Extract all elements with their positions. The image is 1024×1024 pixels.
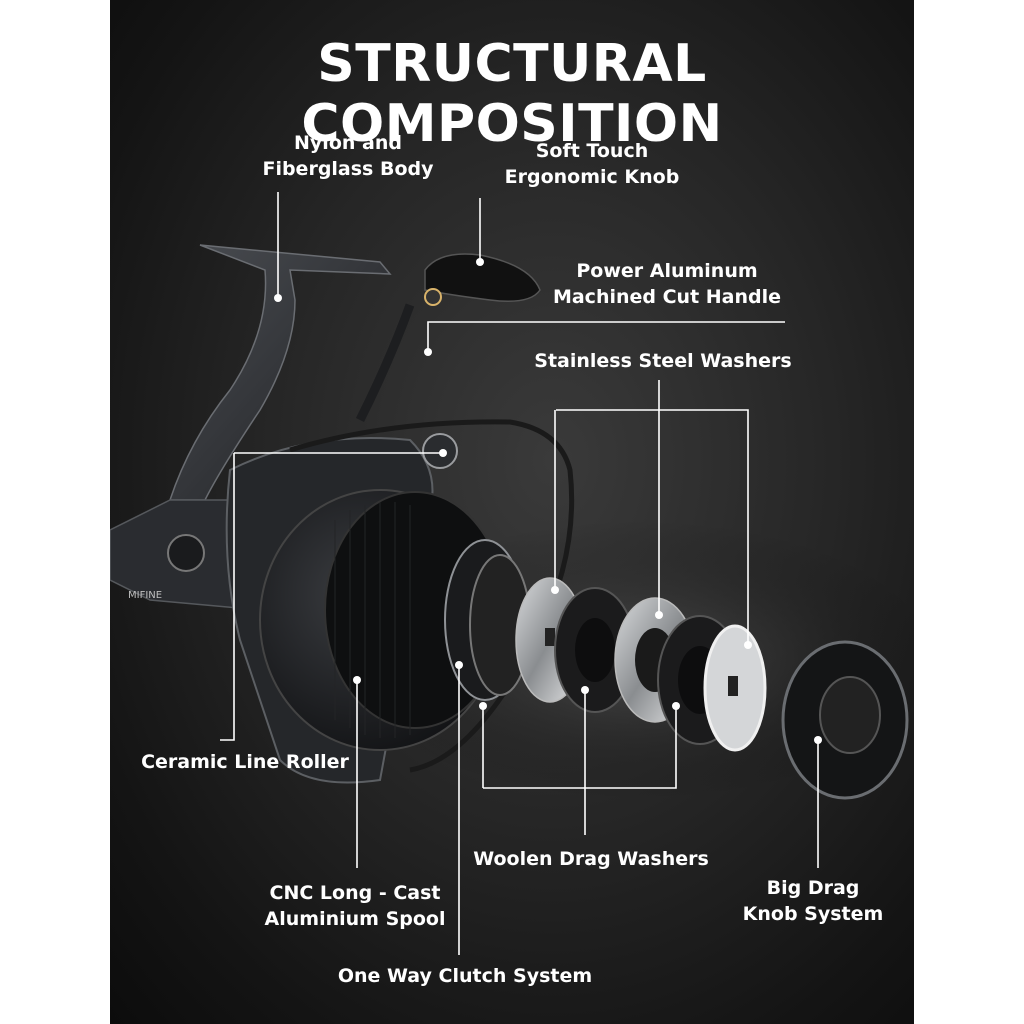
- woolen-washer-1-hole: [575, 618, 615, 682]
- callout-line-handle: [427, 321, 785, 352]
- label-line-roller: Ceramic Line Roller: [141, 751, 349, 773]
- drag-knob-center: [819, 676, 881, 754]
- label-woolen-washers: Woolen Drag Washers: [473, 848, 709, 870]
- callout-dot-woolen-3: [672, 702, 680, 710]
- white-margin-left: [0, 0, 110, 1024]
- callout-line-steel-washers-bracket: [556, 409, 749, 645]
- callout-line-line-roller: [220, 453, 235, 741]
- handle-arm: [355, 303, 415, 423]
- rear-drag-icon: [167, 534, 205, 572]
- fishing-reel-illustration: MIFINE: [110, 192, 914, 955]
- brand-mark: MIFINE: [128, 590, 162, 601]
- label-clutch: One Way Clutch System: [337, 965, 593, 987]
- callout-dot-woolen-1: [479, 702, 487, 710]
- callout-dot-nylon: [274, 294, 282, 302]
- white-margin-right: [914, 0, 1024, 1024]
- callout-dot-woolen-2: [581, 686, 589, 694]
- callout-dot-handle: [424, 348, 432, 356]
- callout-dot-steel-3: [744, 641, 752, 649]
- washer-slot-3: [728, 676, 738, 696]
- callout-dot-knob: [476, 258, 484, 266]
- callout-dot-spool: [353, 676, 361, 684]
- bail-wire: [289, 419, 575, 773]
- label-steel-washers: Stainless Steel Washers: [534, 350, 792, 372]
- washer-slot-1: [545, 628, 555, 646]
- callout-dot-drag: [814, 736, 822, 744]
- callout-dot-clutch: [455, 661, 463, 669]
- handle-knob: [424, 253, 541, 302]
- callout-dot-steel-2: [655, 611, 663, 619]
- callout-dot-roller: [439, 449, 447, 457]
- callout-dot-steel-1: [551, 586, 559, 594]
- knob-cap-icon: [424, 288, 442, 306]
- callout-line-woolen-washers-bracket: [483, 706, 677, 789]
- page-title: STRUCTURAL COMPOSITION: [301, 34, 723, 154]
